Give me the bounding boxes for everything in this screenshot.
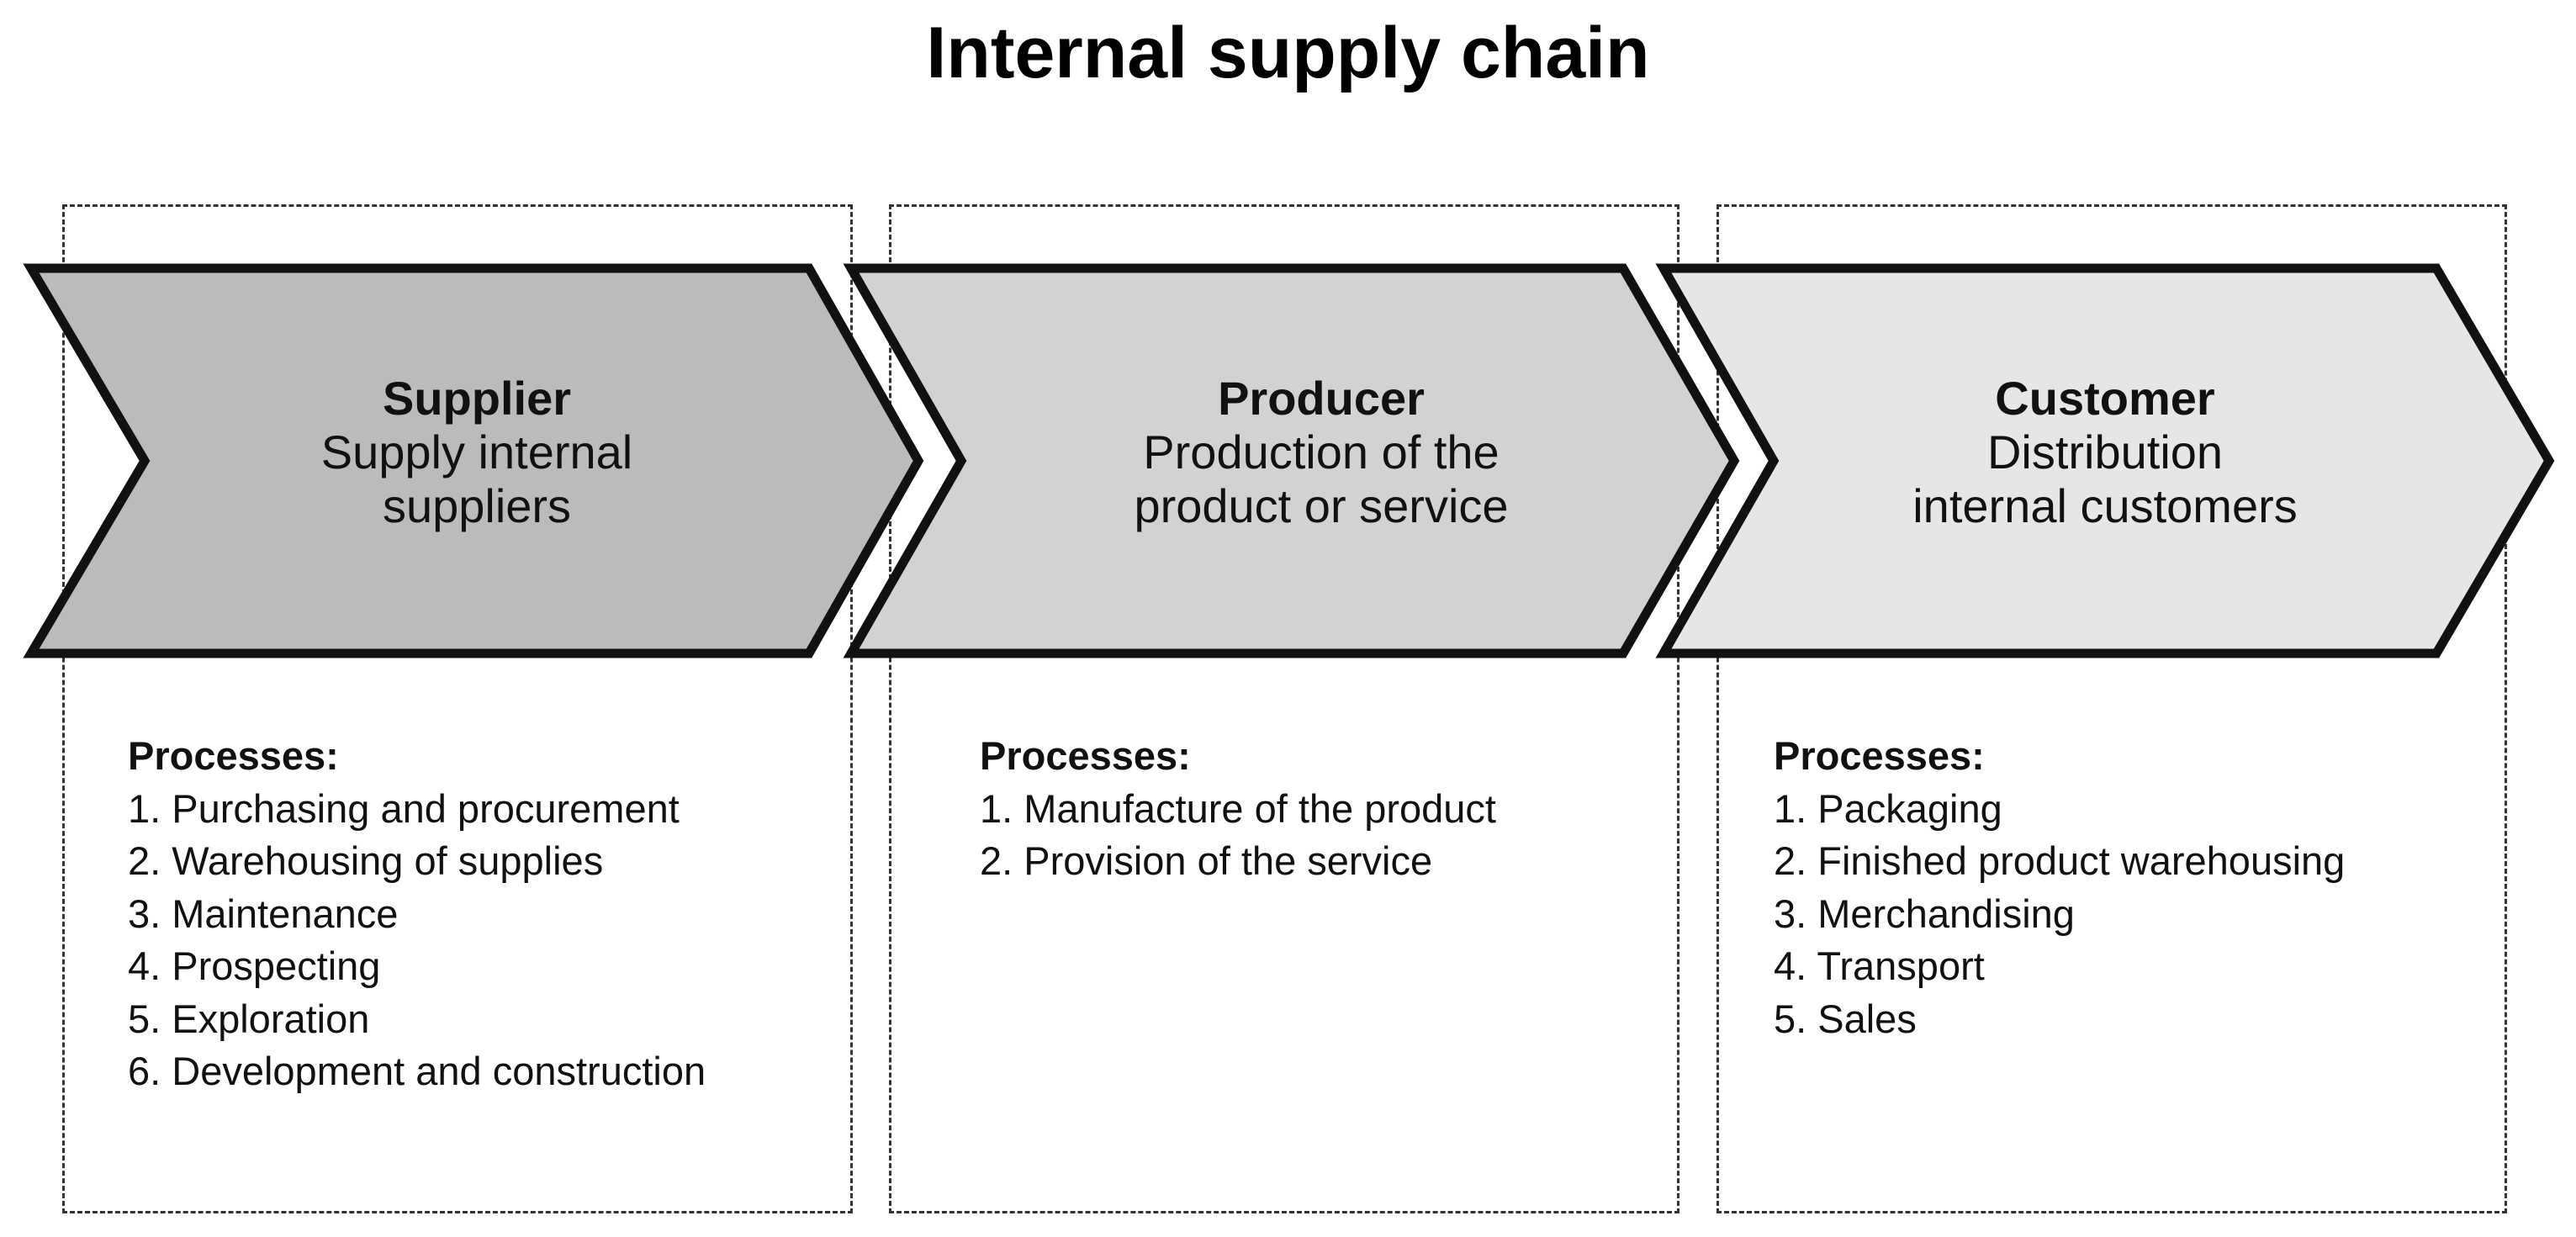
stage-label-customer: Customer Distribution internal customers	[1727, 372, 2483, 533]
process-item: 1. Packaging	[1774, 785, 2002, 831]
process-item: 3. Maintenance	[128, 891, 399, 936]
process-item: 1. Purchasing and procurement	[128, 785, 680, 831]
stage-panel-supplier	[62, 204, 853, 1213]
process-item: 4. Transport	[1774, 944, 1985, 988]
process-item: 2. Finished product warehousing	[1774, 838, 2346, 883]
processes-heading: Processes:	[128, 733, 339, 778]
chevron-supplier	[23, 263, 924, 658]
stage-name: Producer	[1218, 372, 1425, 425]
stage-description-line: internal customers	[1912, 479, 2298, 532]
process-list-customer: Processes: 1. Packaging 2. Finished prod…	[1774, 730, 2345, 1045]
stage-description-line: Supply internal	[320, 426, 633, 478]
processes-heading: Processes:	[980, 733, 1191, 778]
process-list-producer: Processes: 1. Manufacture of the product…	[980, 730, 1496, 888]
process-list-supplier: Processes: 1. Purchasing and procurement…	[128, 730, 706, 1098]
chevron-producer	[843, 263, 1740, 658]
process-item: 4. Prospecting	[128, 944, 381, 988]
process-item: 5. Sales	[1774, 996, 1917, 1041]
process-item: 3. Merchandising	[1774, 891, 2075, 936]
stage-name: Supplier	[382, 372, 572, 425]
stage-description-line: product or service	[1134, 479, 1509, 532]
process-item: 2. Provision of the service	[980, 838, 1433, 883]
process-item: 2. Warehousing of supplies	[128, 838, 604, 883]
process-item: 1. Manufacture of the product	[980, 785, 1496, 831]
stage-name: Customer	[1995, 372, 2215, 425]
processes-heading: Processes:	[1774, 733, 1985, 778]
stage-panel-producer	[889, 204, 1679, 1213]
stage-description-line: suppliers	[382, 479, 572, 532]
stage-label-producer: Producer Production of the product or se…	[943, 372, 1700, 533]
stage-label-supplier: Supplier Supply internal suppliers	[98, 372, 855, 533]
stage-panel-customer	[1716, 204, 2507, 1213]
stage-description-line: Distribution	[1986, 426, 2224, 478]
process-item: 5. Exploration	[128, 996, 370, 1041]
chevron-customer	[1655, 263, 2555, 658]
page-title: Internal supply chain	[926, 13, 1650, 93]
process-item: 6. Development and construction	[128, 1049, 706, 1093]
stage-description-line: Production of the	[1143, 426, 1500, 478]
